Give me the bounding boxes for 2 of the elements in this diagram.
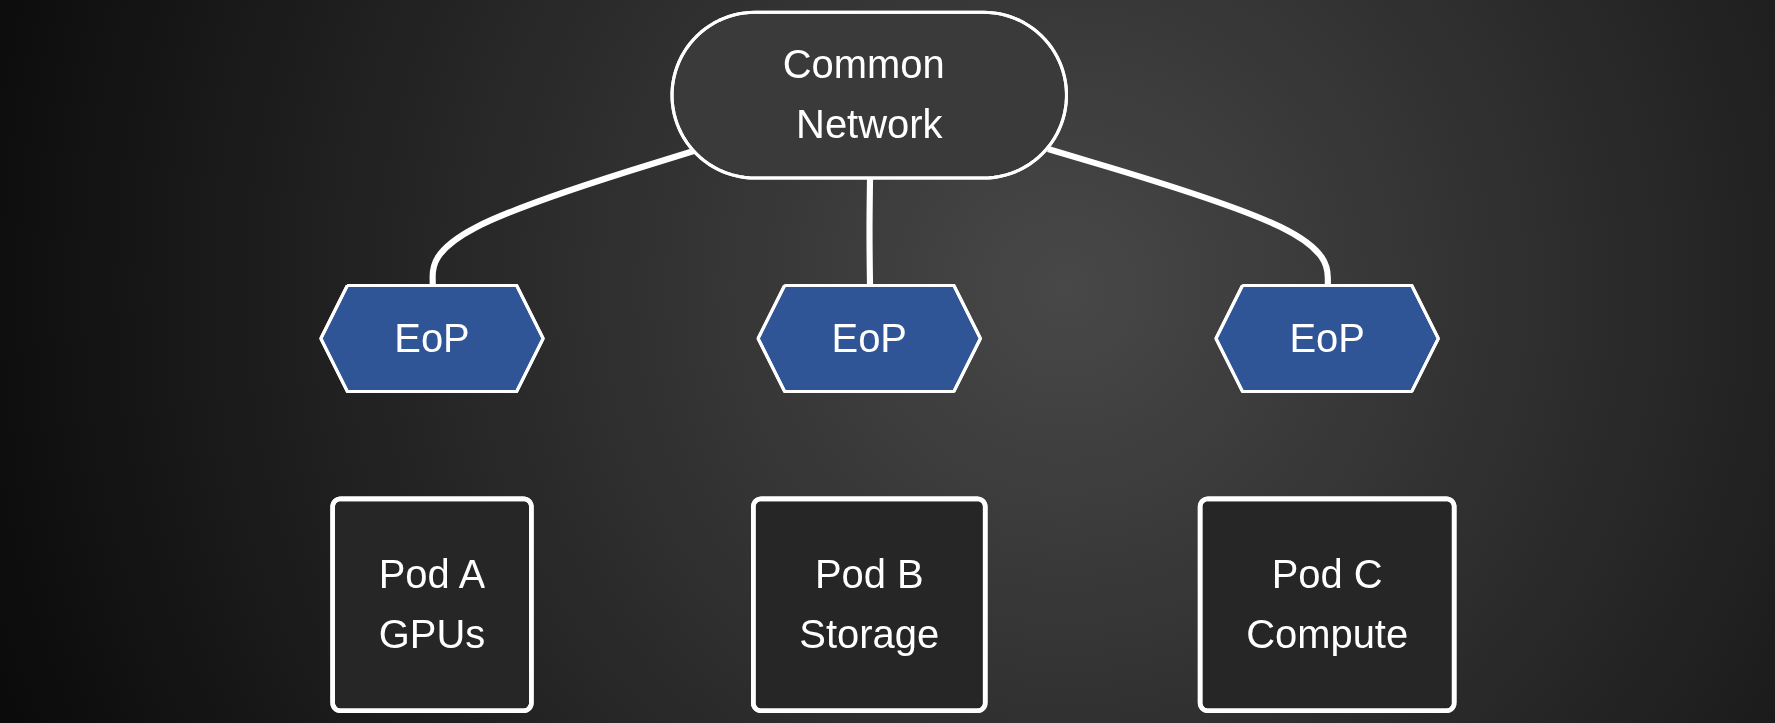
connector xyxy=(429,148,695,287)
connector xyxy=(866,178,874,287)
